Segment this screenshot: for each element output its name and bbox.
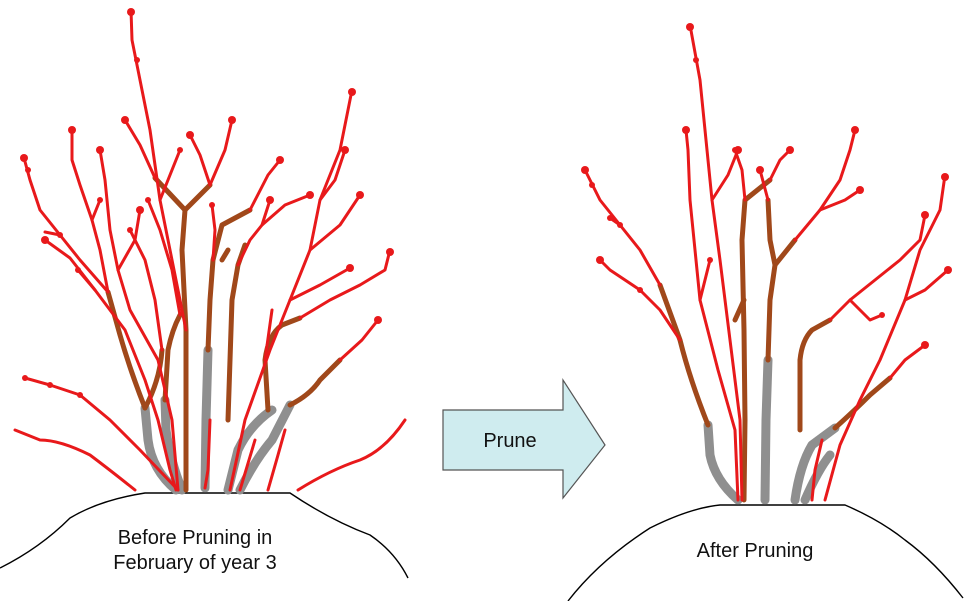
caption-after-pruning: After Pruning: [660, 539, 850, 564]
caption-before-line2: February of year 3: [95, 551, 295, 576]
two-year-wood-after: [660, 180, 890, 500]
three-year-wood-after: [708, 360, 835, 500]
bush-before-pruning: [15, 8, 405, 490]
caption-before-pruning: Before Pruning in February of year 3: [95, 526, 295, 576]
prune-arrow-label: Prune: [455, 430, 565, 453]
caption-before-line1: Before Pruning in: [95, 526, 295, 551]
bush-after-pruning: [581, 23, 952, 500]
